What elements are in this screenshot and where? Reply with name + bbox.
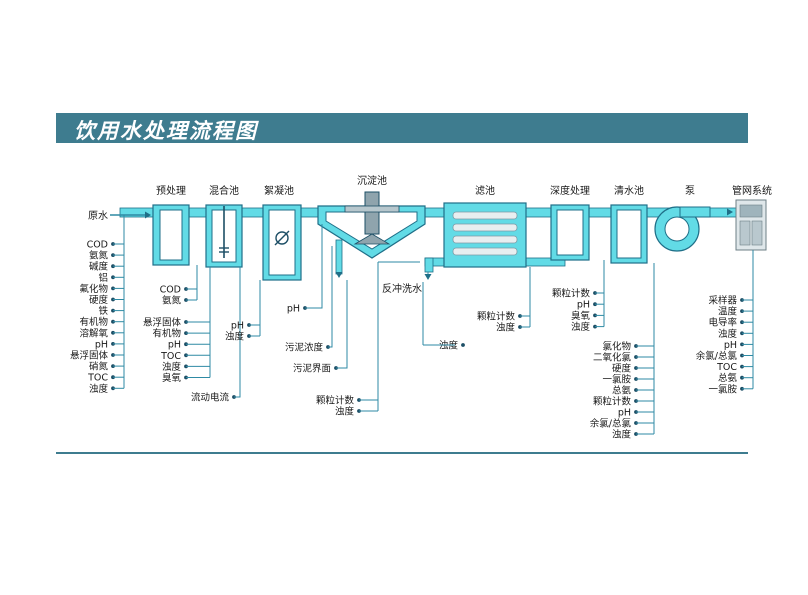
raw-param-label: 硬度 [89, 294, 109, 306]
network-param-label: TOC [716, 362, 737, 373]
pretreatment-inner [159, 209, 183, 261]
raw-param-label: 有机物 [79, 316, 108, 328]
raw-param-label: pH [95, 339, 108, 350]
network-param-label: 一氯胺 [708, 383, 737, 395]
pre-param-label: 氨氮 [162, 295, 182, 307]
pre-param-label: TOC [160, 351, 181, 362]
stage-label: 预处理 [156, 185, 186, 197]
deep-param-label: 颗粒计数 [552, 288, 591, 300]
pre-param-label: 有机物 [152, 328, 181, 340]
clear-param-label: 余氯/总氯 [590, 418, 632, 430]
filter-media-layer [452, 223, 518, 232]
sed-param-label: pH [287, 304, 300, 315]
deep-param-label: 臭氧 [571, 310, 591, 322]
backwash-arrow [424, 274, 432, 280]
sed-bar-b [328, 246, 333, 348]
network-param-label: 余氯/总氯 [696, 350, 738, 362]
sed-param-label: 污泥界面 [293, 363, 331, 375]
sed-cone [353, 233, 391, 245]
clear-param-label: 二氧化氯 [593, 352, 632, 364]
raw-water-arrow [145, 211, 151, 219]
pump-outlet [679, 206, 711, 218]
filter-media-layer [452, 211, 518, 220]
raw-param-label: 硝氮 [89, 361, 109, 373]
sed-param-label: 污泥浓度 [285, 342, 324, 354]
pre-param-label: 流动电流 [191, 392, 230, 404]
filter-media-layer [452, 235, 518, 244]
stage-label: 管网系统 [732, 184, 772, 197]
pre-bar-c [234, 267, 241, 398]
pump-impeller [664, 216, 690, 242]
stage-label: 泵 [685, 185, 695, 197]
pre-param-label: 臭氧 [162, 372, 182, 384]
clear-param-label: 一氯胺 [602, 374, 631, 386]
raw-water-label: 原水 [88, 210, 108, 222]
raw-param-label: TOC [87, 373, 108, 384]
clear-param-label: 硬度 [612, 363, 632, 375]
network-param-label: 温度 [718, 306, 738, 318]
network-param-label: 总氨 [718, 372, 738, 384]
raw-param-label: 浊度 [89, 383, 109, 395]
analyzer-module [751, 220, 763, 246]
raw-param-label: 碱度 [89, 261, 109, 273]
raw-param-label: 氟化物 [79, 283, 108, 295]
stage-label: 沉淀池 [357, 174, 387, 187]
stage-label: 混合池 [209, 184, 239, 197]
network-param-label: pH [724, 340, 737, 351]
sed-scraper-bridge [344, 205, 400, 213]
sludge-arrow [335, 272, 343, 278]
sludge-pipe [335, 239, 343, 275]
deep-param-label: 浊度 [571, 321, 591, 333]
stage-label: 絮凝池 [264, 184, 294, 197]
raw-param-label: 铝 [98, 272, 108, 284]
clear-param-label: 总氨 [612, 385, 632, 397]
raw-param-label: COD [87, 240, 108, 251]
clear-param-label: pH [618, 408, 631, 419]
raw-param-label: 悬浮固体 [70, 350, 109, 362]
pre-param-label: COD [160, 285, 181, 296]
network-param-label: 采样器 [708, 295, 737, 307]
network-param-label: 电导率 [708, 317, 737, 329]
raw-param-label: 铁 [98, 305, 108, 317]
connector-dot [461, 343, 465, 347]
title-banner: 饮用水处理流程图 [56, 113, 748, 143]
pre-param-label: 浊度 [162, 361, 182, 373]
sed-center-column [364, 191, 380, 235]
clear-param-label: 颗粒计数 [593, 396, 632, 408]
clear-inner [616, 209, 642, 259]
diagram-title: 饮用水处理流程图 [74, 119, 258, 143]
deep-inner [556, 209, 584, 256]
backwash-label: 反冲洗水 [382, 282, 422, 295]
stage-label: 清水池 [614, 184, 644, 197]
mix-param-label: 浊度 [225, 331, 245, 343]
stage-label: 滤池 [475, 184, 495, 197]
network-param-label: 浊度 [718, 328, 738, 340]
mix-param-label: pH [231, 321, 244, 332]
sed-bar-a [305, 224, 323, 309]
sed-bar-c [336, 280, 348, 369]
raw-param-label: 氨氮 [89, 250, 109, 262]
analyzer-panel [739, 204, 763, 218]
deep-param-label: pH [577, 300, 590, 311]
pump-outlet-arrow [727, 208, 733, 216]
pre-param-label: 悬浮固体 [143, 317, 182, 329]
sed-param-label: 浊度 [335, 406, 355, 418]
clear-param-label: 浊度 [612, 429, 632, 441]
stage-label: 深度处理 [550, 184, 590, 197]
sed-param-label: 颗粒计数 [316, 395, 355, 407]
filter-media-layer [452, 247, 518, 256]
analyzer-module [739, 220, 751, 246]
bottom-divider [56, 452, 748, 454]
filter-param-label: 浊度 [496, 322, 516, 334]
backwash-drop [424, 257, 434, 273]
pre-param-label: pH [168, 340, 181, 351]
raw-param-label: 溶解氧 [79, 327, 108, 339]
filter-param-label: 颗粒计数 [477, 311, 516, 323]
floc-paddle-arm [274, 230, 290, 246]
clear-param-label: 氯化物 [602, 341, 631, 353]
